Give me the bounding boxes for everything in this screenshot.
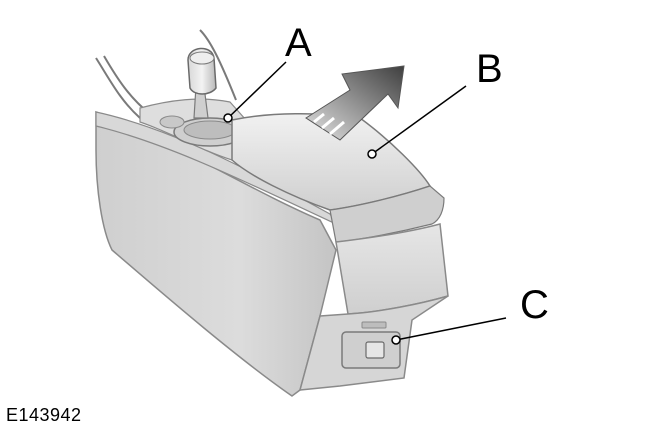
figure-id-label: E143942 <box>6 405 82 425</box>
callout-b-label: B <box>476 47 503 91</box>
gear-shifter <box>187 47 217 119</box>
callout-b: B <box>367 47 503 159</box>
power-socket <box>341 321 401 369</box>
slide-direction-arrow <box>305 65 405 141</box>
callout-c-label: C <box>520 283 549 327</box>
callout-c: C <box>391 283 549 345</box>
callout-a: A <box>223 21 312 123</box>
callout-a-label: A <box>285 21 312 65</box>
